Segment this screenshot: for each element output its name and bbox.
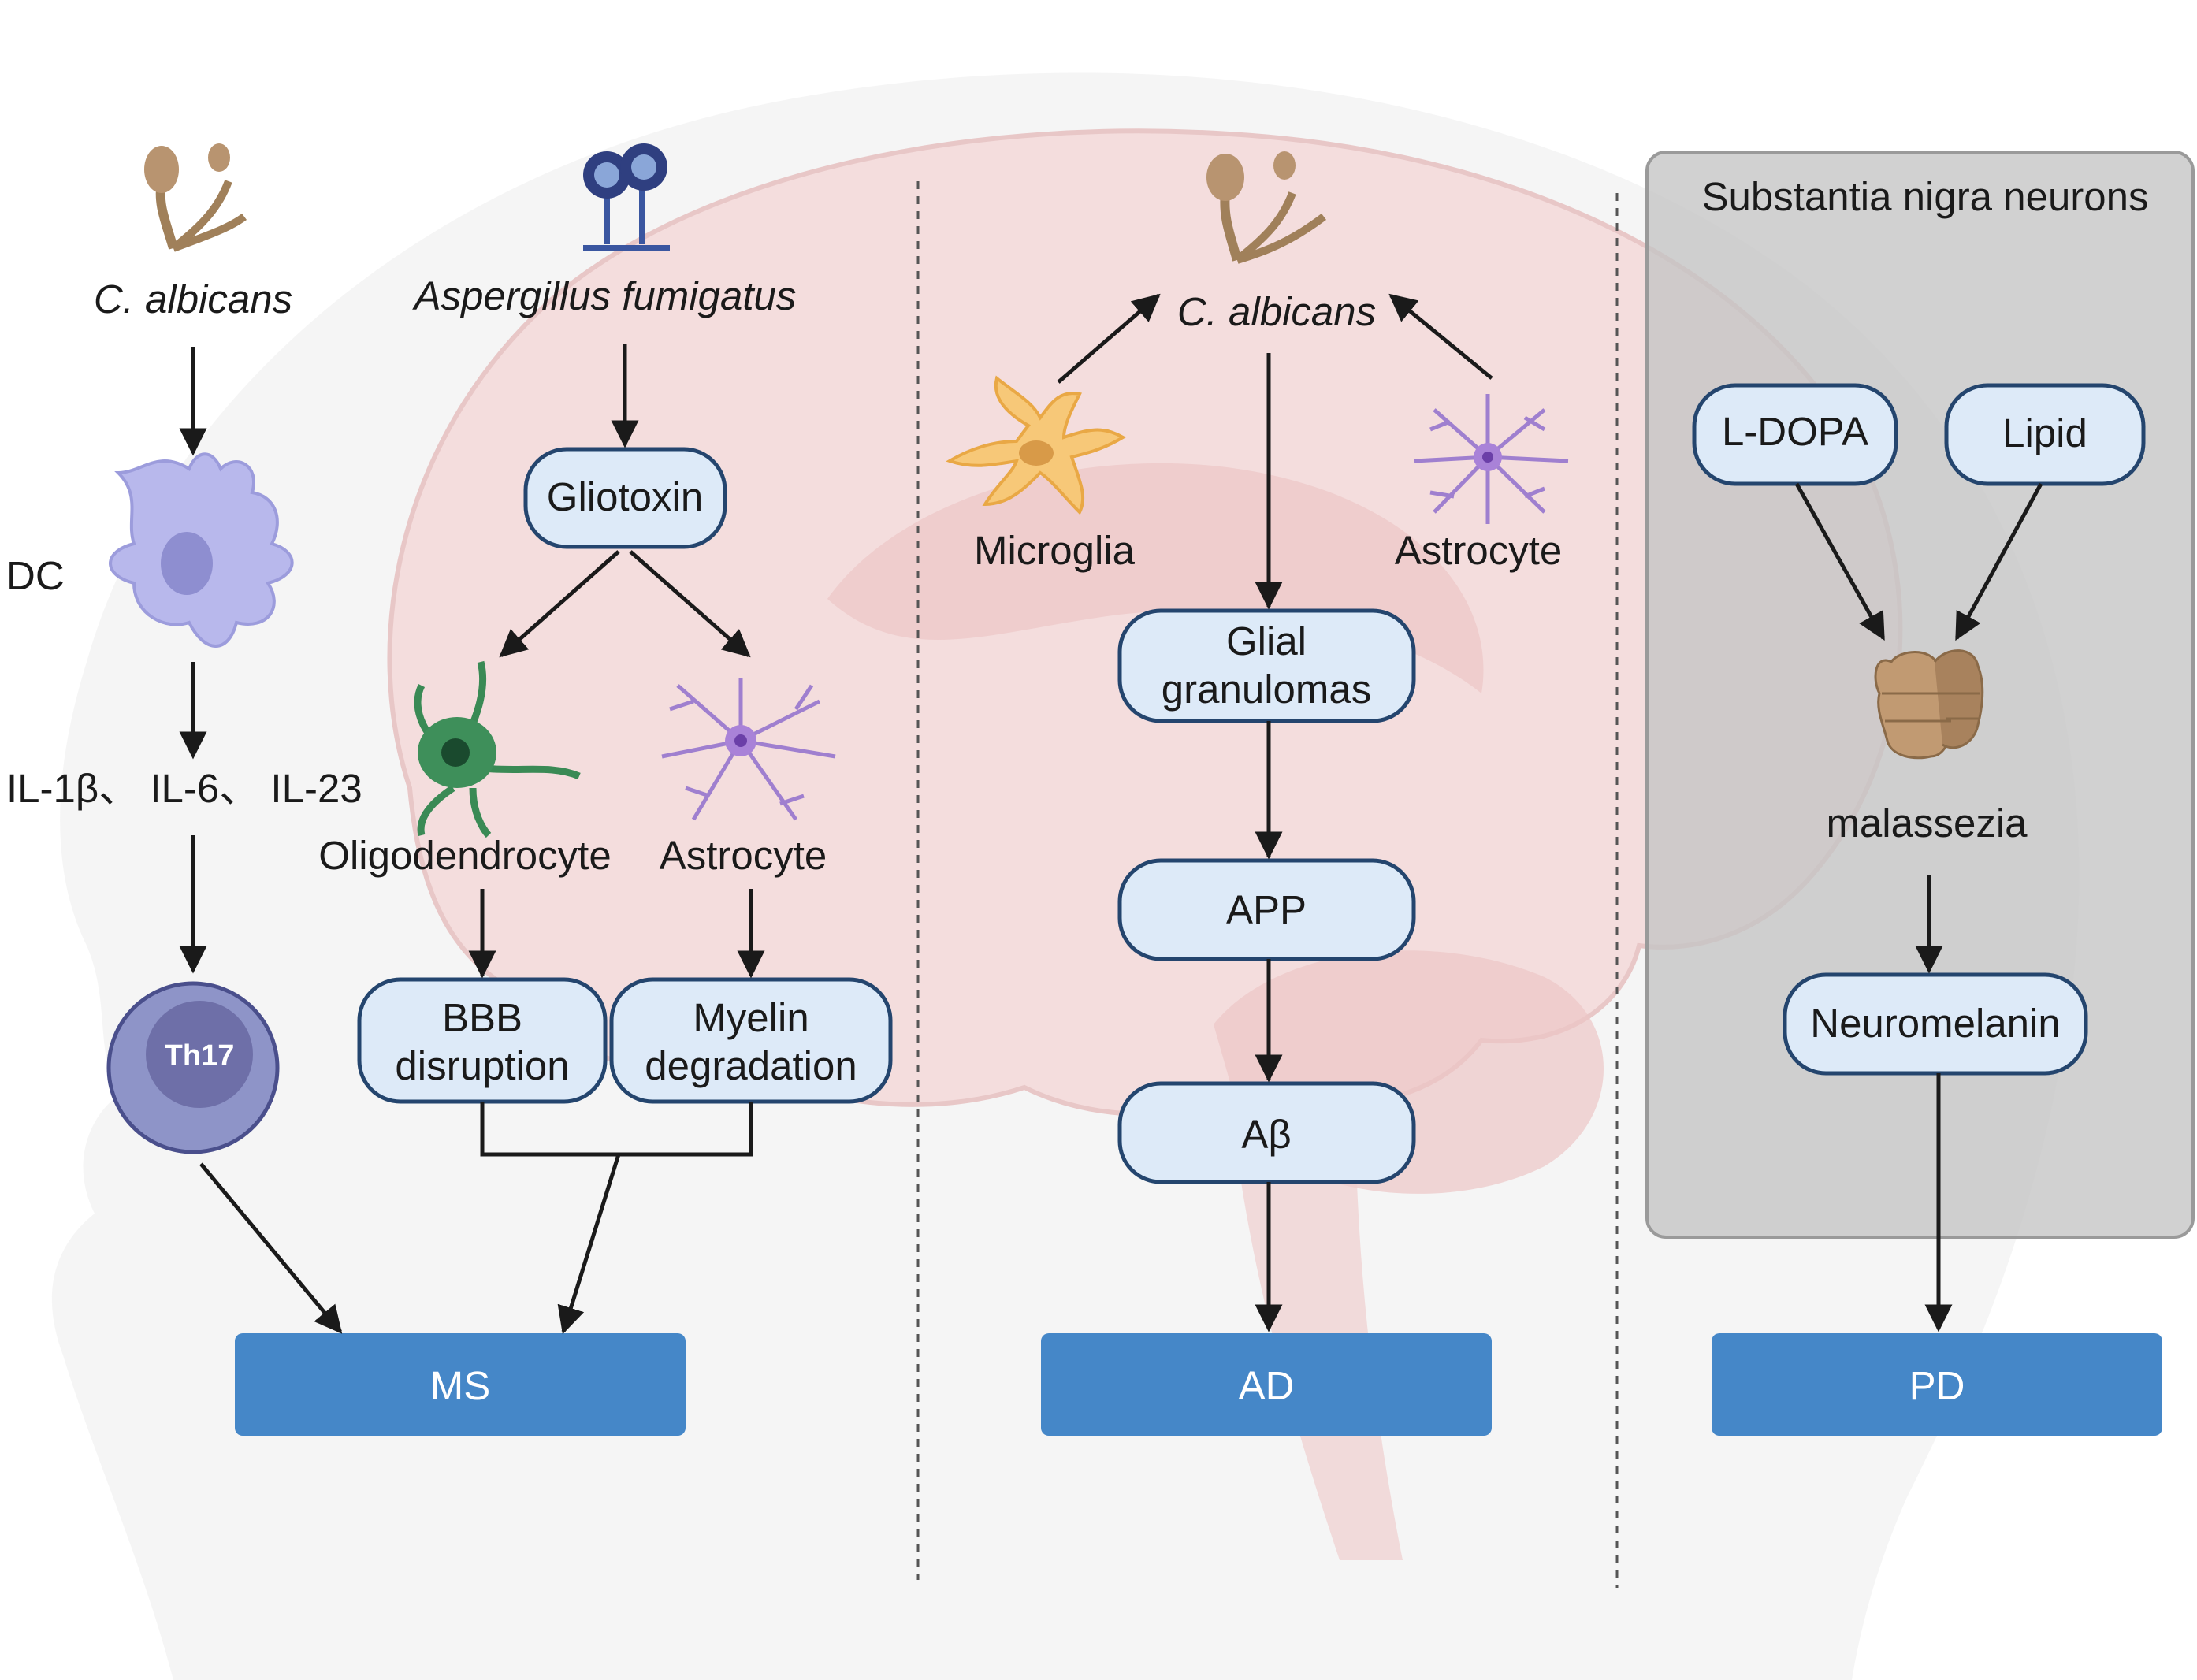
pd-arrows (1794, 482, 2043, 1332)
ms-disease-box (235, 1333, 686, 1436)
ms-disease-label: MS (430, 1363, 491, 1408)
app-label: APP (1226, 887, 1307, 932)
th17-label: Th17 (165, 1039, 235, 1072)
lipid-node (1944, 383, 2146, 486)
myelin-label-line2: degradation (645, 1043, 857, 1088)
ms-astrocyte-icon (661, 678, 836, 821)
abeta-label: Aβ (1241, 1112, 1291, 1157)
pd-disease-label: PD (1909, 1363, 1965, 1408)
lipid-label: Lipid (2002, 411, 2087, 455)
ldopa-label: L-DOPA (1722, 409, 1868, 454)
neuromelanin-node (1783, 972, 2088, 1076)
gliotoxin-node (523, 447, 727, 549)
oligodendrocyte-icon (414, 660, 581, 838)
dc-label: DC (6, 553, 65, 598)
ad-disease-label: AD (1239, 1363, 1295, 1408)
malassezia-icon (1874, 649, 1984, 760)
ad-arrows (1057, 293, 1493, 1332)
ms-c-albicans-label: C. albicans (94, 277, 292, 322)
bbb-label-line1: BBB (442, 995, 522, 1040)
glial-label-line2: granulomas (1162, 667, 1371, 712)
ldopa-node (1692, 383, 1898, 486)
gliotoxin-label: Gliotoxin (547, 474, 703, 519)
dendritic-cell-icon (109, 452, 294, 648)
panel-title: Substantia nigra neurons (1701, 174, 2148, 219)
glial-label-line1: Glial (1226, 619, 1307, 663)
ad-c-albicans-label: C. albicans (1177, 289, 1376, 334)
th17-cell: Th17 (106, 981, 280, 1154)
ad-astrocyte-icon (1414, 394, 1569, 524)
ad-astrocyte-label: Astrocyte (1395, 528, 1563, 573)
ad-disease-box (1041, 1333, 1492, 1436)
microglia-icon (946, 375, 1126, 515)
oligodendrocyte-label: Oligodendrocyte (318, 833, 611, 878)
myelin-label-line1: Myelin (693, 995, 809, 1040)
bbb-label-line2: disruption (395, 1043, 569, 1088)
cytokines-label: IL-1β、 IL-6、 IL-23 (6, 766, 362, 811)
aspergillus-icon (583, 143, 670, 251)
microglia-label: Microglia (974, 528, 1136, 573)
pd-disease-box (1712, 1333, 2162, 1436)
ms-arrows (179, 344, 765, 1335)
ms-astrocyte-label: Astrocyte (660, 833, 827, 878)
ad-c-albicans-icon (1206, 151, 1326, 264)
malassezia-label: malassezia (1826, 801, 2028, 846)
c-albicans-icon (144, 143, 247, 252)
neuromelanin-label: Neuromelanin (1810, 1001, 2061, 1046)
aspergillus-label: Aspergillus fumigatus (412, 273, 797, 318)
